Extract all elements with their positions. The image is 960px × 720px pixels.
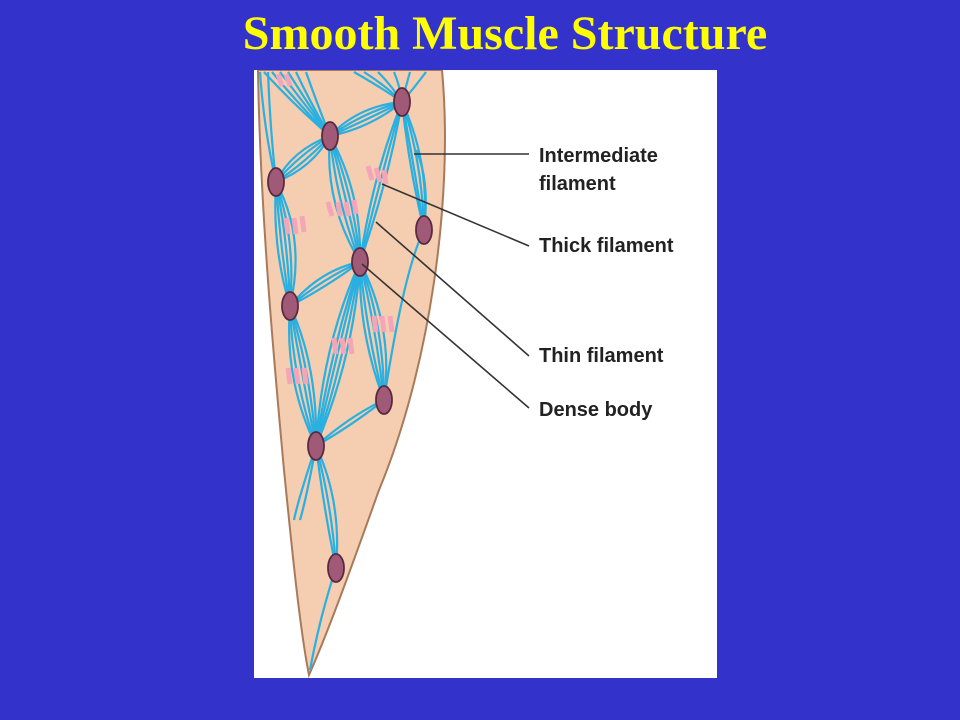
label-dense-body: Dense body xyxy=(539,399,653,421)
label-intermediate-filament-line1: Intermediate xyxy=(539,145,658,167)
dense-body xyxy=(351,247,369,277)
label-thick-filament: Thick filament xyxy=(539,235,674,257)
dense-body xyxy=(321,121,339,151)
leader-thick xyxy=(381,183,530,247)
dense-body xyxy=(281,291,299,321)
slide-title: Smooth Muscle Structure xyxy=(242,7,768,60)
dense-body xyxy=(415,215,433,245)
smooth-muscle-diagram: Intermediate filament Thick filament Thi… xyxy=(254,70,717,678)
dense-body xyxy=(307,431,325,461)
thick-filaments xyxy=(275,73,395,385)
dense-body xyxy=(327,553,345,583)
dense-body xyxy=(267,167,285,197)
label-intermediate-filament-line2: filament xyxy=(539,173,616,195)
diagram-svg xyxy=(256,70,530,678)
leader-lines xyxy=(361,153,530,409)
dense-body xyxy=(393,87,411,117)
leader-dense xyxy=(361,263,530,409)
leader-thin xyxy=(375,221,530,357)
label-thin-filament: Thin filament xyxy=(539,345,664,367)
dense-bodies xyxy=(267,87,433,583)
dense-body xyxy=(375,385,393,415)
